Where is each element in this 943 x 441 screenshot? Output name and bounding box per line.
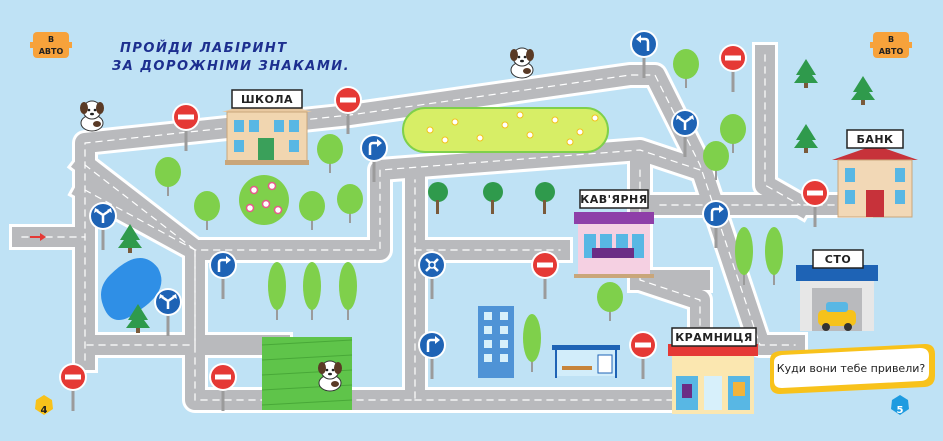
page-number-right-badge [891,395,909,415]
dog-icon [79,100,105,132]
question-text: Куди вони тебе привели? [777,362,926,375]
dog-icon [509,47,535,79]
apartment-building [478,306,514,378]
service-label: СТО [825,253,851,266]
fork-sign-icon [154,288,182,336]
round-flower-bed [239,175,289,225]
no-entry-sign-icon [57,361,89,413]
cafe-sign [579,189,649,209]
page-number-left: 4 [41,405,48,416]
shop-sign [671,327,757,347]
bank-building [832,145,918,218]
badge-right-bottom: АВТО [879,47,904,56]
question-banner [770,344,935,394]
title-line2: ЗА ДОРОЖНІМИ ЗНАКАМИ. [112,59,350,74]
lake [101,258,162,320]
badge-left [30,32,72,58]
school-sign [231,89,303,109]
school-label: ШКОЛА [241,93,293,106]
service-station-building [796,265,878,331]
no-entry-sign-icon [529,249,561,301]
bank-label: БАНК [856,133,893,146]
cafe-label: КАВ'ЯРНЯ [580,193,647,206]
no-entry-sign-icon [627,329,659,381]
arrow-start-icon [30,233,46,241]
flower-bed [402,107,609,153]
title-line1: ПРОЙДИ ЛАБІРИНТ [120,40,288,56]
badge-left-bottom: АВТО [39,47,64,56]
shop-building [668,344,758,414]
cafe-building [574,212,654,278]
park-trees [428,182,555,214]
turn-right-sign-icon [209,251,237,299]
car-icon [818,302,856,331]
bus-stop [552,345,620,378]
badge-right [870,32,912,58]
badge-right-top: В [888,35,894,44]
bank-sign [846,129,904,149]
no-entry-sign-icon [717,42,749,94]
service-sign [812,249,864,269]
badge-left-top: В [48,35,54,44]
page-number-right: 5 [897,405,904,416]
shop-label: КРАМНИЦЯ [675,331,753,344]
page-number-left-badge [35,395,53,415]
